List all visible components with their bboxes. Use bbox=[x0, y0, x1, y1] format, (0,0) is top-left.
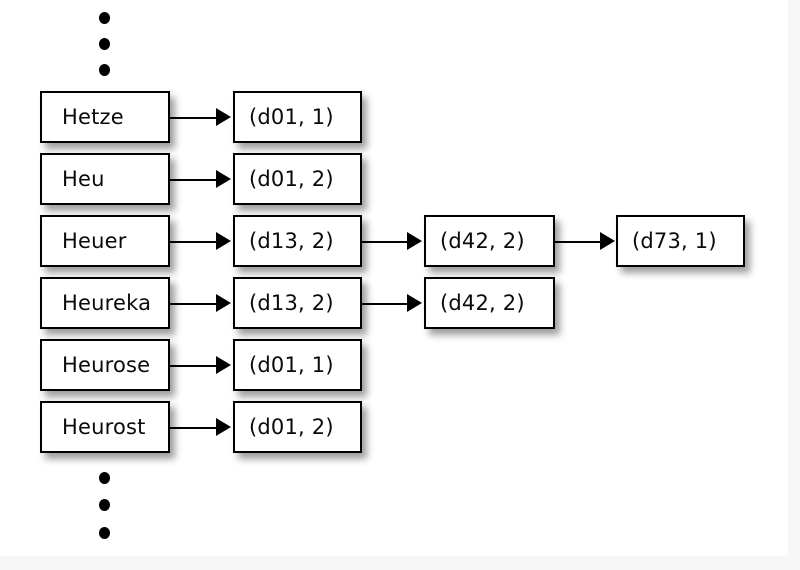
page-gutter-bottom bbox=[0, 556, 800, 570]
term-label: Heurose bbox=[62, 353, 151, 377]
arrowhead-heurost-to-d01-2 bbox=[216, 418, 231, 436]
arrowhead-heuer-to-d13-2 bbox=[216, 232, 231, 250]
posting-label: (d42, 2) bbox=[440, 229, 525, 253]
term-node-heurost[interactable]: Heurost bbox=[40, 401, 170, 453]
term-label: Heureka bbox=[62, 291, 152, 315]
ellipsis-bottom-dot-1 bbox=[99, 472, 110, 484]
arrowhead-d13a-to-d42a bbox=[407, 232, 422, 250]
posting-label: (d01, 2) bbox=[249, 415, 334, 439]
posting-node-d01-2-b[interactable]: (d01, 2) bbox=[233, 401, 362, 453]
term-node-heurose[interactable]: Heurose bbox=[40, 339, 170, 391]
edge-heuer-to-d13-2 bbox=[170, 241, 218, 243]
term-label: Hetze bbox=[62, 105, 124, 129]
posting-node-d01-1-a[interactable]: (d01, 1) bbox=[233, 91, 362, 143]
posting-node-d42-2-a[interactable]: (d42, 2) bbox=[424, 215, 555, 267]
edge-d13b-to-d42b bbox=[362, 303, 409, 305]
arrowhead-heurose-to-d01-1 bbox=[216, 356, 231, 374]
ellipsis-top-dot-1 bbox=[99, 12, 110, 24]
arrowhead-hetze-to-d01-1 bbox=[216, 108, 231, 126]
ellipsis-top-dot-2 bbox=[99, 38, 110, 50]
edge-hetze-to-d01-1 bbox=[170, 117, 218, 119]
ellipsis-bottom-dot-3 bbox=[99, 527, 110, 539]
term-label: Heuer bbox=[62, 229, 127, 253]
posting-label: (d01, 1) bbox=[249, 105, 334, 129]
arrowhead-d42a-to-d73 bbox=[600, 232, 615, 250]
posting-label: (d01, 2) bbox=[249, 167, 334, 191]
posting-node-d42-2-b[interactable]: (d42, 2) bbox=[424, 277, 555, 329]
edge-d13a-to-d42a bbox=[362, 241, 409, 243]
edge-d42a-to-d73 bbox=[555, 241, 602, 243]
posting-label: (d42, 2) bbox=[440, 291, 525, 315]
posting-label: (d01, 1) bbox=[249, 353, 334, 377]
ellipsis-bottom-dot-2 bbox=[99, 499, 110, 511]
ellipsis-top-dot-3 bbox=[99, 64, 110, 76]
posting-node-d01-1-b[interactable]: (d01, 1) bbox=[233, 339, 362, 391]
edge-heureka-to-d13-2 bbox=[170, 303, 218, 305]
term-label: Heu bbox=[62, 167, 105, 191]
posting-node-d01-2-a[interactable]: (d01, 2) bbox=[233, 153, 362, 205]
edge-heurost-to-d01-2 bbox=[170, 427, 218, 429]
arrowhead-heureka-to-d13-2 bbox=[216, 294, 231, 312]
posting-label: (d73, 1) bbox=[632, 229, 717, 253]
edge-heurose-to-d01-1 bbox=[170, 365, 218, 367]
posting-label: (d13, 2) bbox=[249, 291, 334, 315]
term-node-hetze[interactable]: Hetze bbox=[40, 91, 170, 143]
arrowhead-heu-to-d01-2 bbox=[216, 170, 231, 188]
posting-node-d73-1[interactable]: (d73, 1) bbox=[616, 215, 745, 267]
term-node-heureka[interactable]: Heureka bbox=[40, 277, 170, 329]
posting-label: (d13, 2) bbox=[249, 229, 334, 253]
page-gutter-right bbox=[788, 0, 800, 570]
arrowhead-d13b-to-d42b bbox=[407, 294, 422, 312]
posting-node-d13-2-b[interactable]: (d13, 2) bbox=[233, 277, 362, 329]
posting-node-d13-2-a[interactable]: (d13, 2) bbox=[233, 215, 362, 267]
term-label: Heurost bbox=[62, 415, 146, 439]
term-node-heu[interactable]: Heu bbox=[40, 153, 170, 205]
edge-heu-to-d01-2 bbox=[170, 179, 218, 181]
term-node-heuer[interactable]: Heuer bbox=[40, 215, 170, 267]
